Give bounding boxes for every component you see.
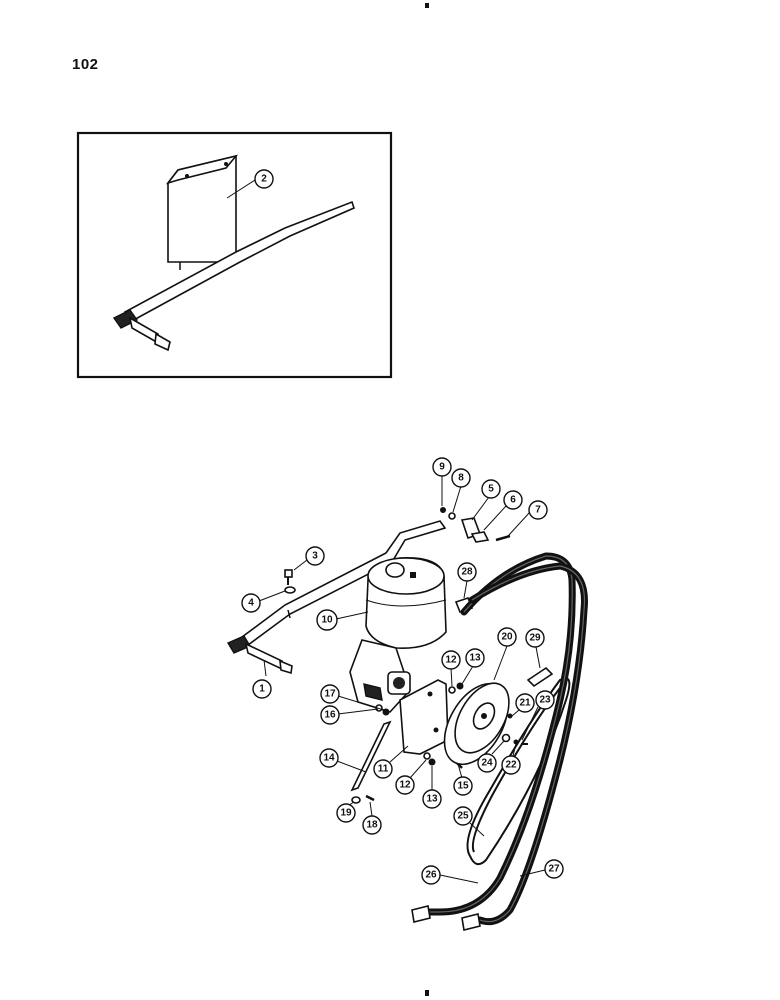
page-mark-top (425, 3, 429, 8)
callout-label: 12 (445, 655, 457, 666)
callout-1: 1 (252, 659, 272, 699)
callout-10: 10 (316, 609, 369, 631)
page-mark-bottom (425, 990, 429, 996)
callout-label: 16 (324, 710, 336, 721)
callout-label: 11 (378, 764, 389, 775)
adjusting-link-14 (350, 720, 392, 792)
callout-5: 5 (471, 479, 501, 521)
callout-label: 15 (457, 781, 469, 792)
callout-13-upper: 13 (461, 648, 485, 685)
callout-label: 20 (501, 632, 513, 643)
callout-label: 22 (505, 760, 517, 771)
callout-29: 29 (525, 628, 545, 669)
callout-label: 13 (426, 794, 438, 805)
pump-reservoir (365, 557, 447, 649)
inset-bracket (112, 154, 355, 352)
bolt-3 (284, 569, 296, 594)
callout-label: 8 (458, 473, 464, 484)
callout-15: 15 (453, 763, 473, 796)
callout-label: 6 (510, 495, 516, 506)
callout-label: 21 (519, 698, 531, 709)
callout-label: 28 (461, 567, 473, 578)
callout-28: 28 (457, 562, 477, 599)
callout-label: 10 (321, 615, 333, 626)
callout-24: 24 (477, 740, 505, 773)
callout-16: 16 (320, 705, 379, 725)
callout-label: 5 (488, 484, 494, 495)
inset-panel: 2 (76, 131, 393, 379)
callout-6: 6 (483, 490, 523, 531)
callout-8: 8 (451, 468, 471, 513)
callout-12-upper: 12 (441, 650, 461, 687)
hose-27 (461, 562, 588, 931)
callout-12-lower: 12 (395, 759, 427, 795)
page-number: 102 (72, 56, 99, 73)
callout-label: 3 (312, 551, 318, 562)
callout-label: 27 (548, 864, 560, 875)
callout-23: 23 (521, 690, 555, 741)
callout-2: 2 (226, 169, 274, 199)
callout-3: 3 (293, 546, 325, 571)
pump-body (349, 639, 411, 713)
callout-label: 13 (469, 653, 481, 664)
callout-label: 9 (439, 462, 445, 473)
callout-label: 2 (261, 174, 267, 185)
callout-27: 27 (519, 859, 564, 879)
callout-label: 17 (324, 689, 336, 700)
pulley-20 (443, 682, 510, 766)
steering-rod (236, 520, 447, 650)
callout-21: 21 (511, 693, 535, 717)
callout-14: 14 (319, 748, 367, 773)
callout-17: 17 (320, 684, 385, 711)
belt-25 (466, 677, 571, 866)
callout-label: 23 (539, 695, 551, 706)
callout-20: 20 (493, 627, 517, 681)
callout-label: 25 (457, 811, 469, 822)
callout-label: 12 (399, 780, 411, 791)
callout-label: 4 (248, 598, 254, 609)
callout-label: 7 (535, 505, 541, 516)
callout-label: 29 (529, 633, 541, 644)
callout-9: 9 (432, 457, 452, 506)
hose-26 (411, 552, 576, 923)
callout-11: 11 (373, 745, 409, 779)
callout-label: 14 (323, 753, 335, 764)
callout-19: 19 (336, 801, 356, 823)
callout-label: 26 (425, 870, 437, 881)
main-assembly: 1 3 4 5 6 7 8 (226, 457, 588, 931)
callout-7: 7 (507, 500, 548, 537)
callout-label: 18 (366, 820, 378, 831)
callout-22: 22 (501, 743, 521, 775)
callout-18: 18 (362, 801, 382, 835)
callout-25: 25 (453, 806, 485, 837)
callout-4: 4 (241, 590, 286, 613)
callout-13-lower: 13 (422, 766, 442, 809)
callout-label: 1 (259, 684, 265, 695)
callout-26: 26 (421, 865, 479, 885)
callout-label: 24 (481, 758, 493, 769)
callout-label: 19 (340, 808, 352, 819)
